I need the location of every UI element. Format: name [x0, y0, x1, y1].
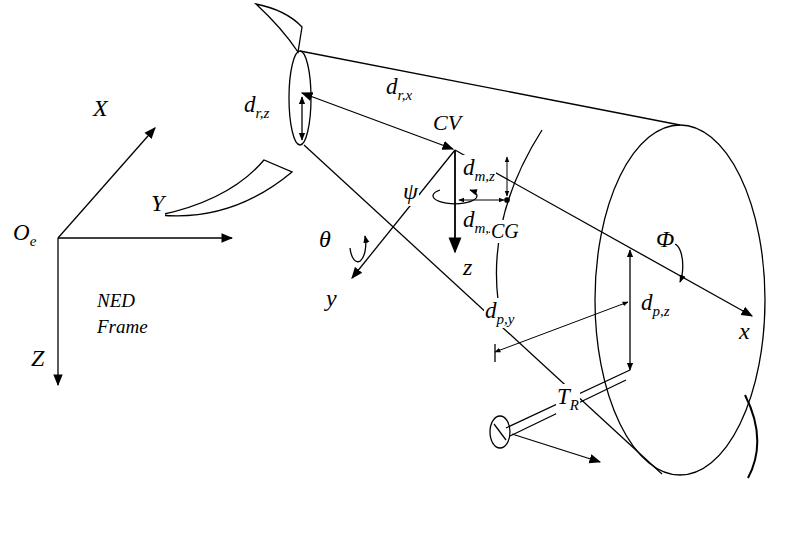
subscripted-symbol: dr,x — [385, 74, 413, 104]
axis-label: ψ — [402, 178, 419, 206]
axis-label: X — [92, 95, 109, 123]
axis-label: y — [325, 285, 338, 313]
subscripted-symbol: Oe — [12, 220, 37, 250]
axis-label: x — [738, 318, 751, 346]
axis-label: Y — [150, 190, 165, 218]
axis-label: Frame — [96, 316, 149, 338]
axis-label: NED — [96, 290, 136, 312]
axis-label: CV — [432, 110, 462, 135]
subscripted-symbol: TR — [556, 384, 580, 414]
axis-label: θ — [318, 226, 332, 254]
axis-label: CG — [490, 220, 520, 243]
axis-label: Φ — [655, 226, 675, 254]
axis-label: Z — [30, 345, 45, 373]
subscripted-symbol: dm,z — [462, 155, 496, 185]
subscripted-symbol: dp,z — [640, 290, 671, 320]
subscripted-symbol: dp,y — [484, 298, 515, 328]
subscripted-symbol: dr,z — [243, 92, 270, 122]
axis-label: z — [462, 254, 473, 282]
